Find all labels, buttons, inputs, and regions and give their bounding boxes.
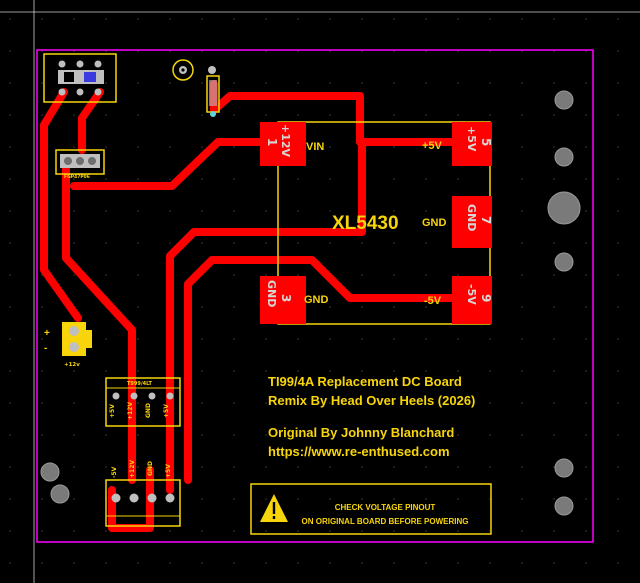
power-jack: + - +12v [44,322,92,368]
warning-box: CHECK VOLTAGE PINOUT ON ORIGINAL BOARD B… [250,483,492,535]
mounting-hole [554,496,574,516]
bottom-pin-3: GND [147,461,154,476]
warning-line-2: ON ORIGINAL BOARD BEFORE POWERING [302,517,469,526]
warning-line-1: CHECK VOLTAGE PINOUT [335,503,436,512]
mounting-hole-large [547,191,581,225]
pin-7-name: GND [465,204,478,231]
bottom-pin-1: -5V [111,466,118,478]
pad-5 [452,122,492,166]
regulator-name: XL5430 [332,213,399,234]
net-5v-label: +5V [422,140,443,152]
trace-gnd [184,256,284,484]
led-indicator [172,59,220,117]
regulator-module: 1 +12V VIN 3 GND GND 5 +5V +5V 7 GND GND… [260,121,493,325]
info-text: TI99/4A Replacement DC Board Remix By He… [268,374,475,459]
board-outline [36,49,594,543]
mounting-hole [554,90,574,110]
fuse-label: FGP47P06 [64,174,90,180]
top-pin-2: +12V [127,402,134,420]
pin-1-number: 1 [265,138,279,146]
info-line-3: Original By Johnny Blanchard [268,425,454,440]
top-pin-1: +5V [109,404,116,418]
top-pin-3: GND [145,403,152,418]
pad-1 [260,122,306,166]
top-connector: T999/4LT +5V +12V GND +5V [105,377,181,427]
net-gnd-right-label: GND [422,217,447,229]
trace-input-left [40,88,82,322]
net-gnd-left-label: GND [304,294,329,306]
info-line-2: Remix By Head Over Heels (2026) [268,393,475,408]
mounting-hole [50,484,70,504]
power-plus-label: + [44,328,50,339]
trace-vin [70,138,284,190]
pad-9 [452,276,492,324]
pin-3-number: 3 [279,294,293,302]
pin-5-number: 5 [479,138,493,146]
mounting-hole [554,252,574,272]
top-pin-4: +5V [163,404,170,418]
pad-3 [260,276,306,324]
trace-fuse [78,88,104,154]
net-vin-label: VIN [306,141,324,153]
power-label: +12v [64,362,80,368]
power-minus-label: - [44,343,47,354]
trace-minus5v [276,256,462,302]
bottom-pin-4: +5V [165,464,172,478]
info-line-4: https://www.re-enthused.com [268,444,450,459]
pin-1-name: +12V [279,124,292,158]
pad-7 [452,196,492,248]
pin-9-name: -5V [465,284,478,305]
bottom-connector: -5V +12V GND +5V [105,460,181,527]
net-minus5v-label: -5V [424,295,442,307]
input-header [43,53,117,103]
mounting-holes [40,90,581,516]
pin-9-number: 9 [479,294,493,302]
mounting-hole [40,462,60,482]
warning-triangle-icon [260,494,288,522]
pin-7-number: 7 [479,216,493,224]
copper-traces [40,80,462,532]
mounting-hole [554,458,574,478]
trace-fuse-to-connector [62,158,136,484]
pin-5-name: +5V [465,126,478,152]
top-connector-label: T999/4LT [127,381,153,387]
mounting-hole [554,147,574,167]
trace-5v [166,138,366,494]
pin-3-name: GND [265,280,278,307]
fuse-holder: FGP47P06 [55,149,105,180]
bottom-pin-2: +12V [129,460,136,478]
info-line-1: TI99/4A Replacement DC Board [268,374,462,389]
